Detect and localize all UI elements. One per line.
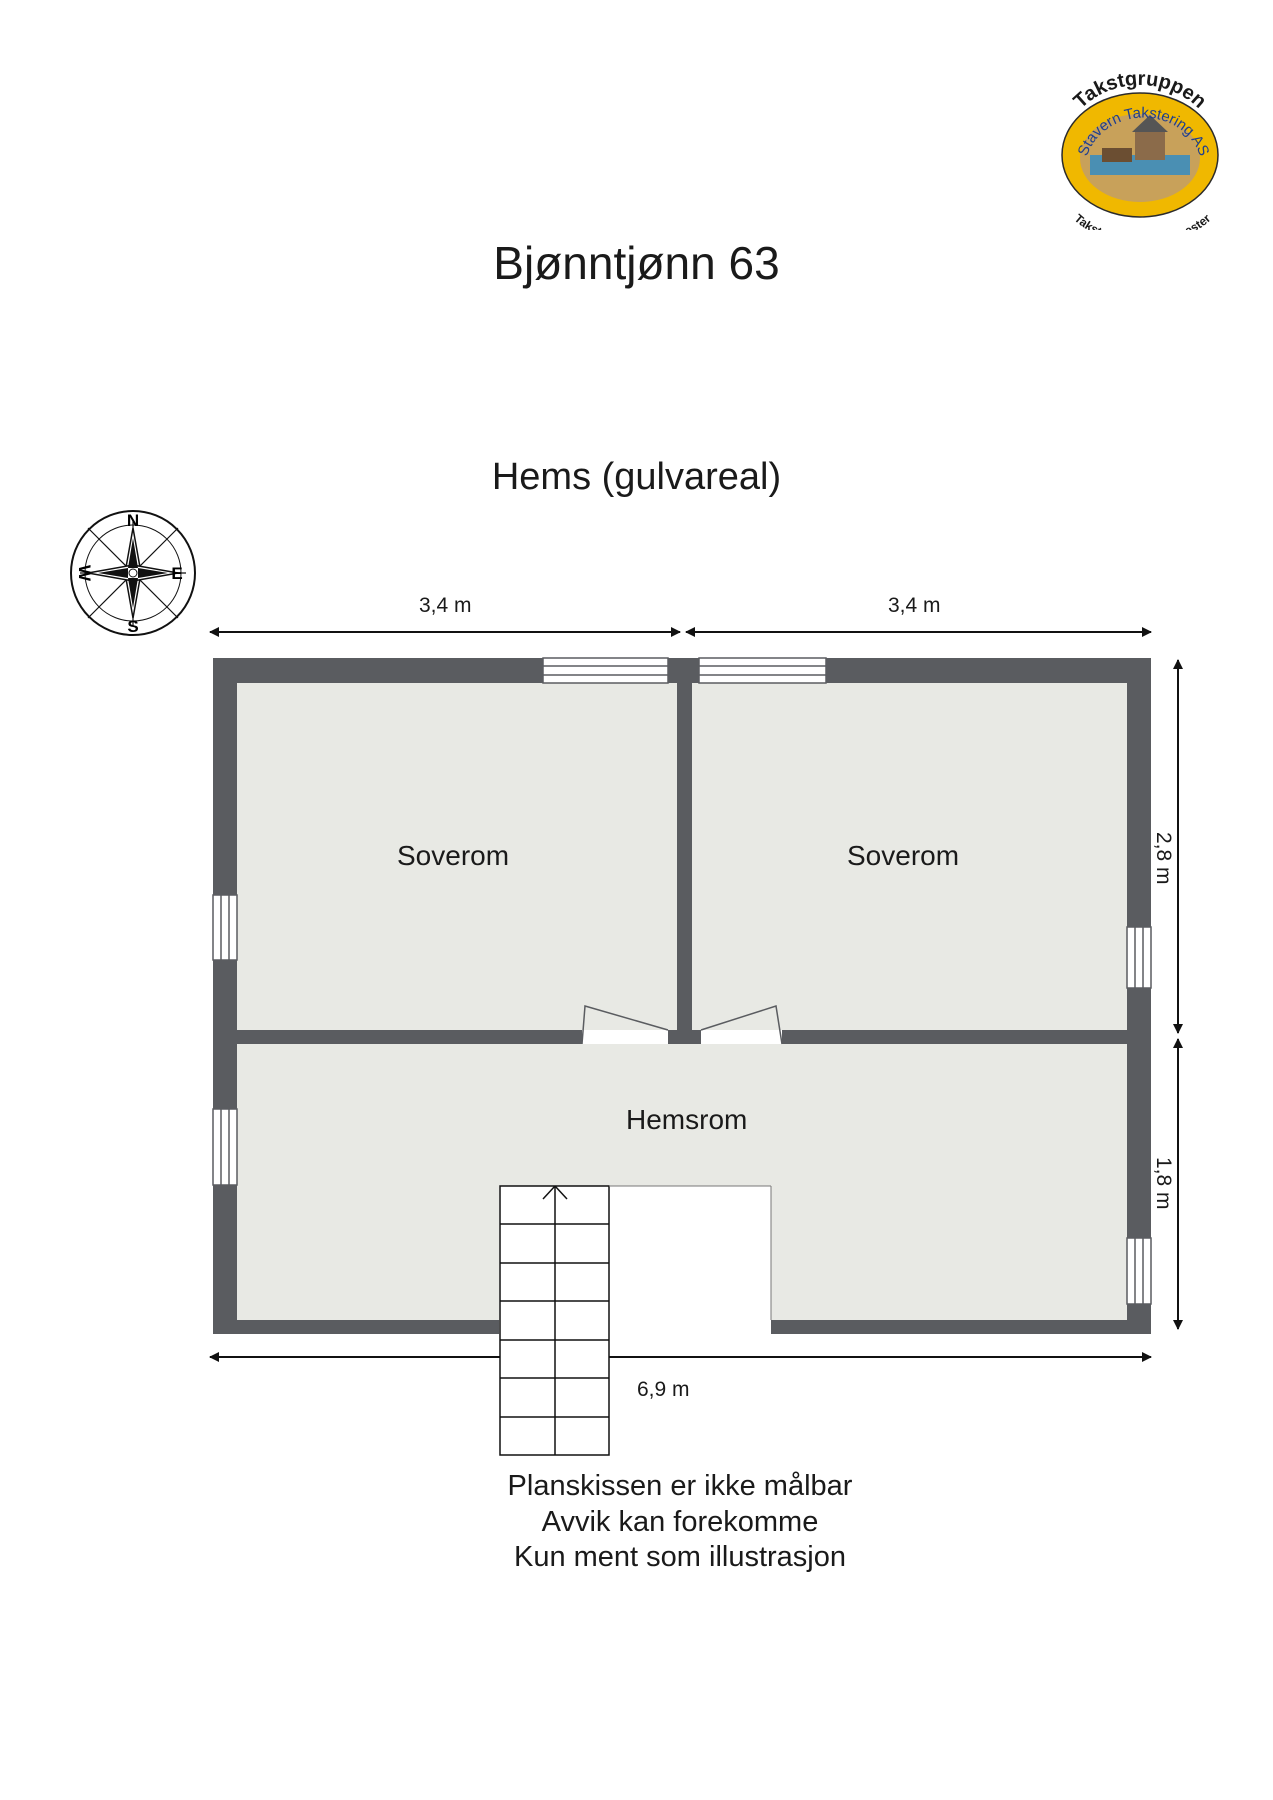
compass-w: W	[75, 565, 94, 582]
dim-label-right-lower: 1,8 m	[1152, 1157, 1175, 1210]
walls	[213, 658, 1151, 1334]
dimension-lines	[209, 627, 1183, 1362]
window-left-lower	[212, 1108, 238, 1186]
disclaimer-line-3: Kun ment som illustrasjon	[513, 1541, 847, 1573]
wall-bottom-right	[771, 1320, 1151, 1334]
dim-label-bottom: 6,9 m	[637, 1378, 690, 1401]
page-title: Bjønntjønn 63	[493, 237, 780, 289]
compass-rose: N E S W	[68, 508, 198, 638]
window-right-lower	[1126, 1237, 1152, 1305]
window-left-upper	[212, 894, 238, 961]
door-left-bedroom	[581, 1005, 669, 1045]
stair-direction-arrow-left	[542, 1185, 556, 1200]
room-label-left-bedroom: Soverom	[397, 840, 510, 871]
wall-left	[213, 658, 237, 1334]
door-right-bedroom	[700, 1005, 783, 1045]
compass-icon: N E S W	[70, 510, 196, 636]
room-label-right-bedroom: Soverom	[847, 840, 960, 871]
wall-door-pier	[668, 1030, 701, 1044]
room-label-loft: Hemsrom	[626, 1104, 748, 1135]
wall-top	[213, 658, 1151, 683]
windows	[212, 657, 1152, 1305]
wall-middle	[677, 683, 692, 1044]
floor-subtitle: Hems (gulvareal)	[491, 456, 782, 498]
dim-label-top-left: 3,4 m	[419, 594, 472, 617]
floor-left-bedroom	[237, 683, 677, 1030]
window-top-right	[698, 657, 827, 684]
compass-n: N	[127, 511, 139, 530]
wall-left-bedroom-bottom	[237, 1030, 582, 1044]
window-right-upper	[1126, 926, 1152, 989]
wall-right-bedroom-bottom	[782, 1030, 1127, 1044]
doors	[581, 1005, 783, 1045]
disclaimer-line-1: Planskissen er ikke målbar	[507, 1470, 853, 1502]
disclaimer-line-2: Avvik kan forekomme	[541, 1506, 819, 1538]
dim-label-top-right: 3,4 m	[888, 594, 941, 617]
wall-right	[1127, 658, 1151, 1334]
compass-e: E	[171, 564, 182, 583]
staircase	[499, 1185, 610, 1456]
compass-s: S	[127, 617, 138, 636]
stair-direction-arrow-right	[554, 1185, 568, 1200]
company-logo: Takstgruppen Stavern Takstering AS Takst…	[1040, 60, 1240, 247]
dim-label-right-upper: 2,8 m	[1152, 832, 1175, 885]
logo-graphic: Takstgruppen Stavern Takstering AS Takst…	[1061, 68, 1219, 247]
window-top-left	[542, 657, 669, 684]
floor-right-bedroom	[692, 683, 1127, 1030]
wall-bottom-left	[213, 1320, 499, 1334]
